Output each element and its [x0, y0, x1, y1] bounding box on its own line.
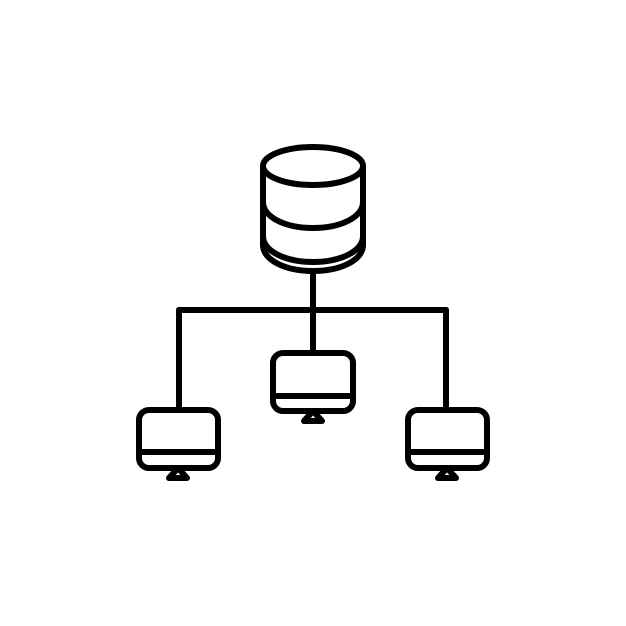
monitor-left-icon [136, 407, 221, 481]
database-cylinder-icon [260, 144, 366, 274]
network-connector-lines [176, 268, 449, 413]
monitor-center-icon [270, 350, 356, 424]
monitor-right-icon [405, 407, 490, 481]
